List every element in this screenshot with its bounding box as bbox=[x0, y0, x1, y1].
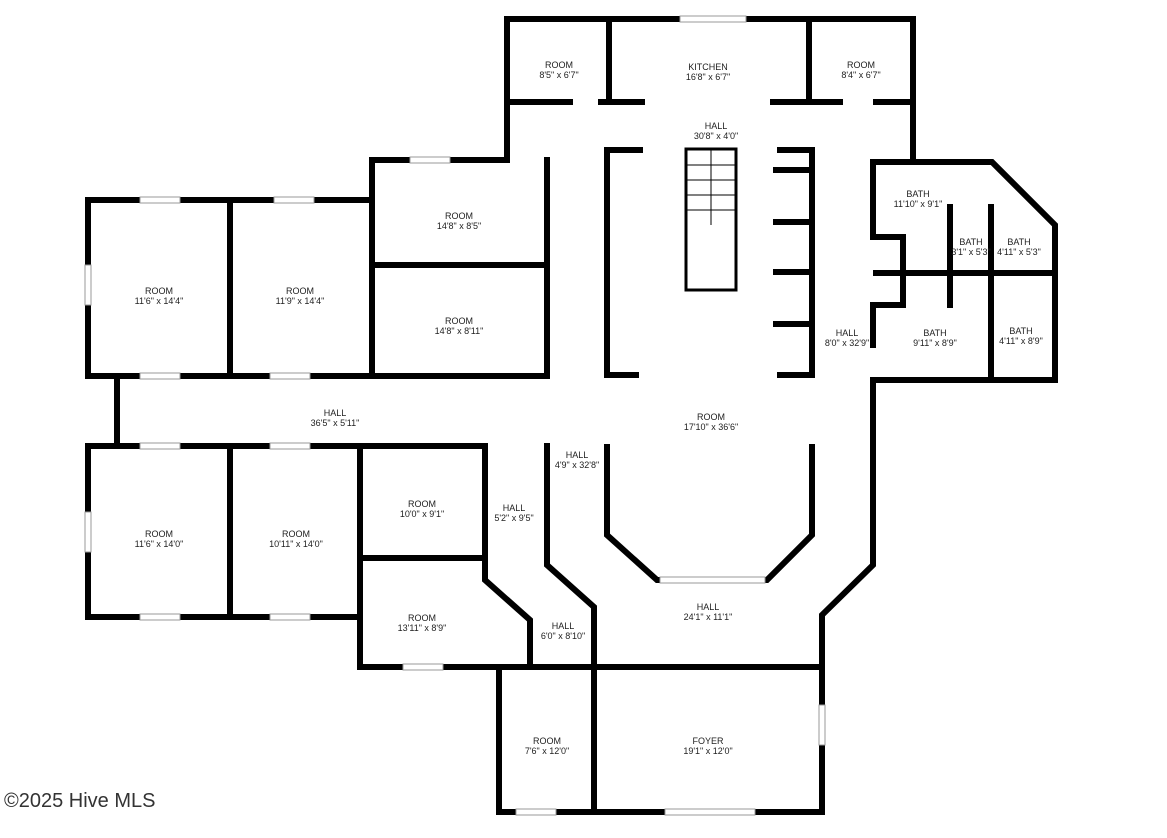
room-size: 16'8" x 6'7" bbox=[686, 72, 730, 82]
room-name: HALL bbox=[324, 408, 347, 418]
room-size: 4'9" x 32'8" bbox=[555, 460, 599, 470]
room-name: ROOM bbox=[145, 286, 173, 296]
room-name: ROOM bbox=[445, 316, 473, 326]
room-size: 6'0" x 8'10" bbox=[541, 631, 585, 641]
room-name: HALL bbox=[697, 602, 720, 612]
room-name: BATH bbox=[906, 189, 929, 199]
room-name: ROOM bbox=[697, 412, 725, 422]
room-name: BATH bbox=[923, 328, 946, 338]
room-name: ROOM bbox=[408, 613, 436, 623]
room-name: BATH bbox=[1009, 326, 1032, 336]
room-size: 11'10" x 9'1" bbox=[894, 199, 943, 209]
room-size: 17'10" x 36'6" bbox=[684, 422, 738, 432]
room-size: 14'8" x 8'11" bbox=[435, 326, 484, 336]
room-size: 3'1" x 5'3" bbox=[951, 247, 990, 257]
room-name: ROOM bbox=[408, 499, 436, 509]
room-name: ROOM bbox=[445, 211, 473, 221]
room-name: ROOM bbox=[847, 60, 875, 70]
room-name: ROOM bbox=[145, 529, 173, 539]
room-size: 8'4" x 6'7" bbox=[841, 70, 880, 80]
room-name: HALL bbox=[705, 121, 728, 131]
room-name: ROOM bbox=[545, 60, 573, 70]
room-size: 11'6" x 14'4" bbox=[135, 296, 184, 306]
room-name: BATH bbox=[959, 237, 982, 247]
room-name: ROOM bbox=[533, 736, 561, 746]
room-size: 8'0" x 32'9" bbox=[825, 338, 869, 348]
room-size: 30'8" x 4'0" bbox=[694, 131, 738, 141]
room-size: 11'6" x 14'0" bbox=[135, 539, 184, 549]
room-size: 13'11" x 8'9" bbox=[398, 623, 447, 633]
walls bbox=[85, 16, 1058, 815]
watermark: ©2025 Hive MLS bbox=[4, 790, 155, 812]
room-name: BATH bbox=[1007, 237, 1030, 247]
room-name: KITCHEN bbox=[688, 62, 728, 72]
room-size: 11'9" x 14'4" bbox=[276, 296, 325, 306]
room-size: 4'11" x 5'3" bbox=[997, 247, 1041, 257]
room-name: HALL bbox=[503, 503, 526, 513]
room-size: 24'1" x 11'1" bbox=[684, 612, 733, 622]
room-size: 10'11" x 14'0" bbox=[269, 539, 323, 549]
room-size: 9'11" x 8'9" bbox=[913, 338, 957, 348]
room-name: HALL bbox=[566, 450, 589, 460]
room-name: FOYER bbox=[692, 736, 724, 746]
room-name: HALL bbox=[836, 328, 859, 338]
room-size: 14'8" x 8'5" bbox=[437, 221, 481, 231]
room-size: 5'2" x 9'5" bbox=[494, 513, 533, 523]
room-size: 36'5" x 5'11" bbox=[311, 418, 360, 428]
room-size: 8'5" x 6'7" bbox=[539, 70, 578, 80]
windows bbox=[84, 15, 826, 816]
room-size: 19'1" x 12'0" bbox=[683, 746, 732, 756]
room-name: ROOM bbox=[286, 286, 314, 296]
room-size: 7'6" x 12'0" bbox=[525, 746, 569, 756]
room-size: 10'0" x 9'1" bbox=[400, 509, 444, 519]
room-name: ROOM bbox=[282, 529, 310, 539]
room-size: 4'11" x 8'9" bbox=[999, 336, 1043, 346]
room-name: HALL bbox=[552, 621, 575, 631]
